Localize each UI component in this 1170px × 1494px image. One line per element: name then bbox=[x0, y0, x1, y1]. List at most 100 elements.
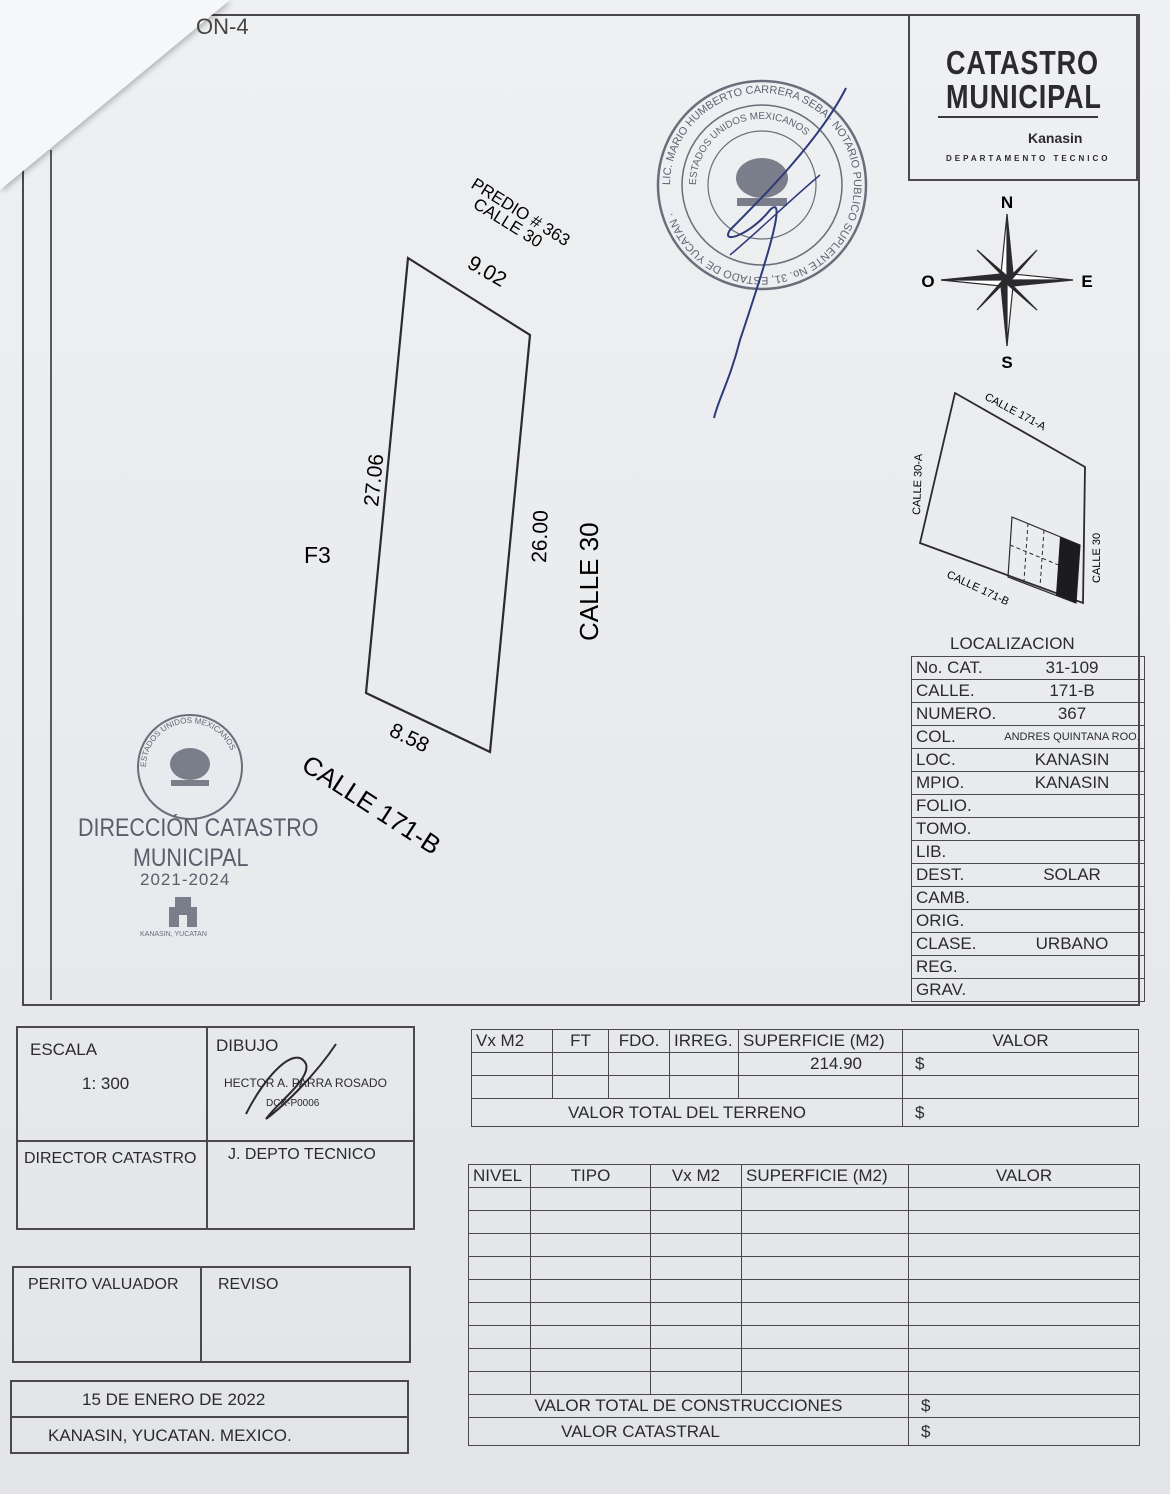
lot-drawing: PREDIO # 363 CALLE 30 9.02 27.06 26.00 8… bbox=[297, 174, 604, 861]
localizacion-title: LOCALIZACION bbox=[950, 634, 1075, 653]
localizacion-value: 31-109 bbox=[1000, 656, 1145, 680]
eagle-emblem-icon bbox=[170, 748, 210, 786]
localizacion-label: COL. bbox=[911, 725, 1001, 749]
divider bbox=[206, 1028, 208, 1228]
construcciones-header: TIPO bbox=[530, 1164, 651, 1188]
localizacion-value: KANASIN bbox=[1000, 748, 1145, 772]
localizacion-label: GRAV. bbox=[911, 978, 1001, 1002]
localizacion-value bbox=[1000, 886, 1145, 910]
localizacion-value bbox=[1000, 955, 1145, 979]
block-label: F3 bbox=[304, 542, 331, 568]
localizacion-label: LOC. bbox=[911, 748, 1001, 772]
notary-signature bbox=[713, 87, 847, 419]
localizacion-value bbox=[1000, 817, 1145, 841]
escala-dibujo-box: ESCALA 1: 300 DIBUJO HECTOR A. PARRA ROS… bbox=[16, 1026, 415, 1230]
localizacion-row: DEST.SOLAR bbox=[911, 863, 1145, 887]
construcciones-total-currency: $ bbox=[908, 1394, 1140, 1418]
construcciones-header: NIVEL bbox=[468, 1164, 531, 1188]
date-place-box: 15 DE ENERO DE 2022 KANASIN, YUCATAN. ME… bbox=[10, 1380, 409, 1454]
localizacion-value: KANASIN bbox=[1000, 771, 1145, 795]
logo-underline bbox=[938, 116, 1098, 118]
localizacion-value: SOLAR bbox=[1000, 863, 1145, 887]
compass-n: N bbox=[1001, 193, 1013, 212]
perito-label: PERITO VALUADOR bbox=[28, 1276, 179, 1293]
logo-city: Kanasin bbox=[1028, 130, 1083, 146]
localizacion-row: TOMO. bbox=[911, 817, 1145, 841]
logo-line1: CATASTRO bbox=[946, 44, 1099, 81]
localizacion-label: REG. bbox=[911, 955, 1001, 979]
localizacion-value: ANDRES QUINTANA ROO. bbox=[1000, 725, 1145, 749]
side-bottom: 8.58 bbox=[386, 719, 433, 758]
construcciones-table: NIVEL TIPO Vx M2 SUPERFICIE (M2) VALOR V… bbox=[468, 1164, 1140, 1446]
localizacion-label: NUMERO. bbox=[911, 702, 1001, 726]
date-text: 15 DE ENERO DE 2022 bbox=[82, 1390, 266, 1409]
dibujo-code: DCK-P0006 bbox=[266, 1098, 320, 1109]
direccion-place: KANASIN, YUCATAN bbox=[140, 931, 207, 938]
escala-label: ESCALA bbox=[30, 1040, 98, 1059]
localizacion-row: No. CAT.31-109 bbox=[911, 656, 1145, 680]
localizacion-label: ORIG. bbox=[911, 909, 1001, 933]
compass-e: E bbox=[1081, 272, 1092, 291]
map-street-east: CALLE 30 bbox=[1091, 533, 1103, 583]
localizacion-label: LIB. bbox=[911, 840, 1001, 864]
jefe-label: J. DEPTO TECNICO bbox=[228, 1146, 376, 1163]
folded-corner bbox=[0, 0, 230, 190]
logo-box: CATASTRO MUNICIPAL Kanasin DEPARTAMENTO … bbox=[908, 14, 1138, 181]
compass-rose-icon: N S E O bbox=[921, 193, 1092, 372]
side-right: 26.00 bbox=[528, 510, 553, 563]
director-label: DIRECTOR CATASTRO bbox=[24, 1150, 197, 1167]
terreno-header: VALOR bbox=[902, 1029, 1139, 1053]
construcciones-total-label: VALOR TOTAL DE CONSTRUCCIONES bbox=[468, 1394, 909, 1418]
localizacion-label: CALLE. bbox=[911, 679, 1001, 703]
localizacion-row: CLASE.URBANO bbox=[911, 932, 1145, 956]
localizacion-row: MPIO.KANASIN bbox=[911, 771, 1145, 795]
lot-highlight bbox=[1056, 537, 1080, 603]
catastral-label: VALOR CATASTRAL bbox=[468, 1417, 909, 1446]
localizacion-row: GRAV. bbox=[911, 978, 1145, 1002]
localizacion-row: LOC.KANASIN bbox=[911, 748, 1145, 772]
terreno-header: SUPERFICIE (M2) bbox=[738, 1029, 903, 1053]
localizacion-label: CLASE. bbox=[911, 932, 1001, 956]
eagle-emblem-icon bbox=[736, 158, 788, 206]
localizacion-label: DEST. bbox=[911, 863, 1001, 887]
corner-text: ON-4 bbox=[196, 14, 249, 39]
perito-box: PERITO VALUADOR REVISO bbox=[12, 1266, 411, 1363]
localizacion-value bbox=[1000, 978, 1145, 1002]
place-text: KANASIN, YUCATAN. MEXICO. bbox=[48, 1426, 292, 1445]
localizacion-row: CALLE.171-B bbox=[911, 679, 1145, 703]
street-south: CALLE 171-B bbox=[297, 749, 447, 861]
direccion-line1: DIRECCIÓN CATASTRO bbox=[78, 814, 319, 842]
logo-line2: MUNICIPAL bbox=[946, 78, 1102, 115]
construcciones-header: SUPERFICIE (M2) bbox=[741, 1164, 909, 1188]
terreno-table: Vx M2 FT FDO. IRREG. SUPERFICIE (M2) VAL… bbox=[471, 1029, 1139, 1127]
side-left: 27.06 bbox=[360, 453, 388, 508]
drawing-frame bbox=[22, 14, 1140, 1006]
localizacion-value bbox=[1000, 794, 1145, 818]
localizacion-row: COL.ANDRES QUINTANA ROO. bbox=[911, 725, 1145, 749]
localizacion-row: REG. bbox=[911, 955, 1145, 979]
localizacion-label: No. CAT. bbox=[911, 656, 1001, 680]
localizacion-value bbox=[1000, 909, 1145, 933]
terreno-superficie: 214.90 bbox=[738, 1052, 903, 1076]
lot-polygon bbox=[364, 256, 532, 754]
localizacion-value: 367 bbox=[1000, 702, 1145, 726]
dibujo-signature bbox=[245, 1043, 337, 1120]
localizacion-row: LIB. bbox=[911, 840, 1145, 864]
localizacion-label: TOMO. bbox=[911, 817, 1001, 841]
location-map: CALLE 171-A CALLE 30-A CALLE 30 CALLE 17… bbox=[911, 391, 1103, 608]
street-east: CALLE 30 bbox=[574, 522, 604, 641]
terreno-total-currency: $ bbox=[902, 1098, 1139, 1127]
divider bbox=[200, 1268, 202, 1361]
terreno-header: Vx M2 bbox=[471, 1029, 553, 1053]
terreno-total-label: VALOR TOTAL DEL TERRENO bbox=[471, 1098, 903, 1127]
direccion-years: 2021-2024 bbox=[140, 870, 231, 889]
map-street-south: CALLE 171-B bbox=[945, 569, 1011, 608]
localizacion-label: MPIO. bbox=[911, 771, 1001, 795]
terreno-header: FDO. bbox=[608, 1029, 670, 1053]
localizacion-row: ORIG. bbox=[911, 909, 1145, 933]
localizacion-label: CAMB. bbox=[911, 886, 1001, 910]
terreno-header: IRREG. bbox=[669, 1029, 739, 1053]
localizacion-value bbox=[1000, 840, 1145, 864]
reviso-label: REVISO bbox=[218, 1276, 279, 1293]
